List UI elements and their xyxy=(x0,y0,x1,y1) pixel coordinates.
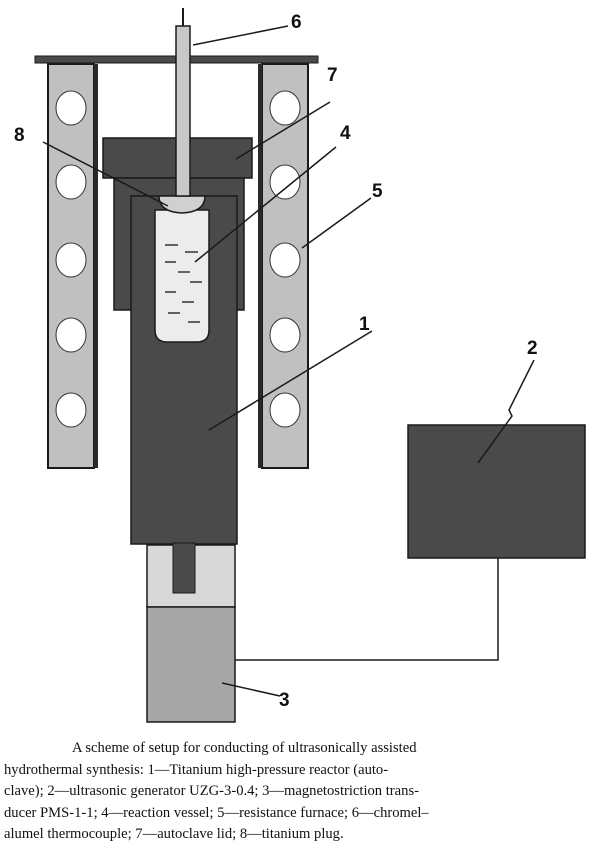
titanium-plug xyxy=(158,195,206,214)
furnace-left-inner-line xyxy=(94,64,98,468)
furnace-hole xyxy=(269,242,301,278)
leader-line-6 xyxy=(192,25,289,46)
leader-line-8 xyxy=(42,141,169,207)
furnace-hole xyxy=(55,164,87,200)
callout-4: 4 xyxy=(340,123,351,144)
generator-cable xyxy=(235,558,499,661)
vessel-liquid-marks xyxy=(165,244,202,323)
callout-5: 5 xyxy=(372,181,383,202)
waveguide-stem xyxy=(172,542,196,594)
furnace-hole xyxy=(269,164,301,200)
leader-line-1 xyxy=(208,330,373,431)
leader-line-2 xyxy=(477,359,535,464)
caption-line: hydrothermal synthesis: 1—Titanium high-… xyxy=(4,761,389,778)
resistance-furnace xyxy=(47,63,309,469)
transducer-bottom xyxy=(146,606,236,723)
callout-3: 3 xyxy=(279,690,290,711)
furnace-hole xyxy=(55,90,87,126)
furnace-right-holes xyxy=(269,90,301,428)
furnace-hole xyxy=(269,90,301,126)
furnace-hole xyxy=(55,317,87,353)
caption-line: A scheme of setup for conducting of ultr… xyxy=(72,740,417,756)
leader-line-3 xyxy=(221,682,281,697)
ultrasonic-generator xyxy=(407,424,586,559)
leader-line-4 xyxy=(194,146,337,263)
callout-8: 8 xyxy=(14,125,25,146)
caption-line: alumel thermocouple; 7—autoclave lid; 8—… xyxy=(4,826,344,843)
thermocouple xyxy=(175,25,191,197)
furnace-hole xyxy=(269,392,301,428)
apparatus-diagram: 1 2 3 4 5 6 7 8 xyxy=(14,8,586,723)
furnace-hole xyxy=(269,317,301,353)
figure-caption: A scheme of setup for conducting of ultr… xyxy=(4,738,594,846)
furnace-hole xyxy=(55,392,87,428)
caption-line: ducer PMS-1-1; 4—reaction vessel; 5—resi… xyxy=(4,804,429,821)
reaction-vessel xyxy=(154,209,210,343)
caption-line: clave); 2—ultrasonic generator UZG-3-0.4… xyxy=(4,783,419,800)
furnace-right-inner-line xyxy=(258,64,262,468)
furnace-left-holes xyxy=(55,90,87,428)
leader-lines xyxy=(42,25,535,697)
callout-1: 1 xyxy=(359,314,370,335)
leader-line-5 xyxy=(301,197,372,249)
callout-2: 2 xyxy=(527,338,538,359)
callout-7: 7 xyxy=(327,65,338,86)
leader-line-7 xyxy=(235,101,331,160)
callout-6: 6 xyxy=(291,12,302,33)
furnace-hole xyxy=(55,242,87,278)
